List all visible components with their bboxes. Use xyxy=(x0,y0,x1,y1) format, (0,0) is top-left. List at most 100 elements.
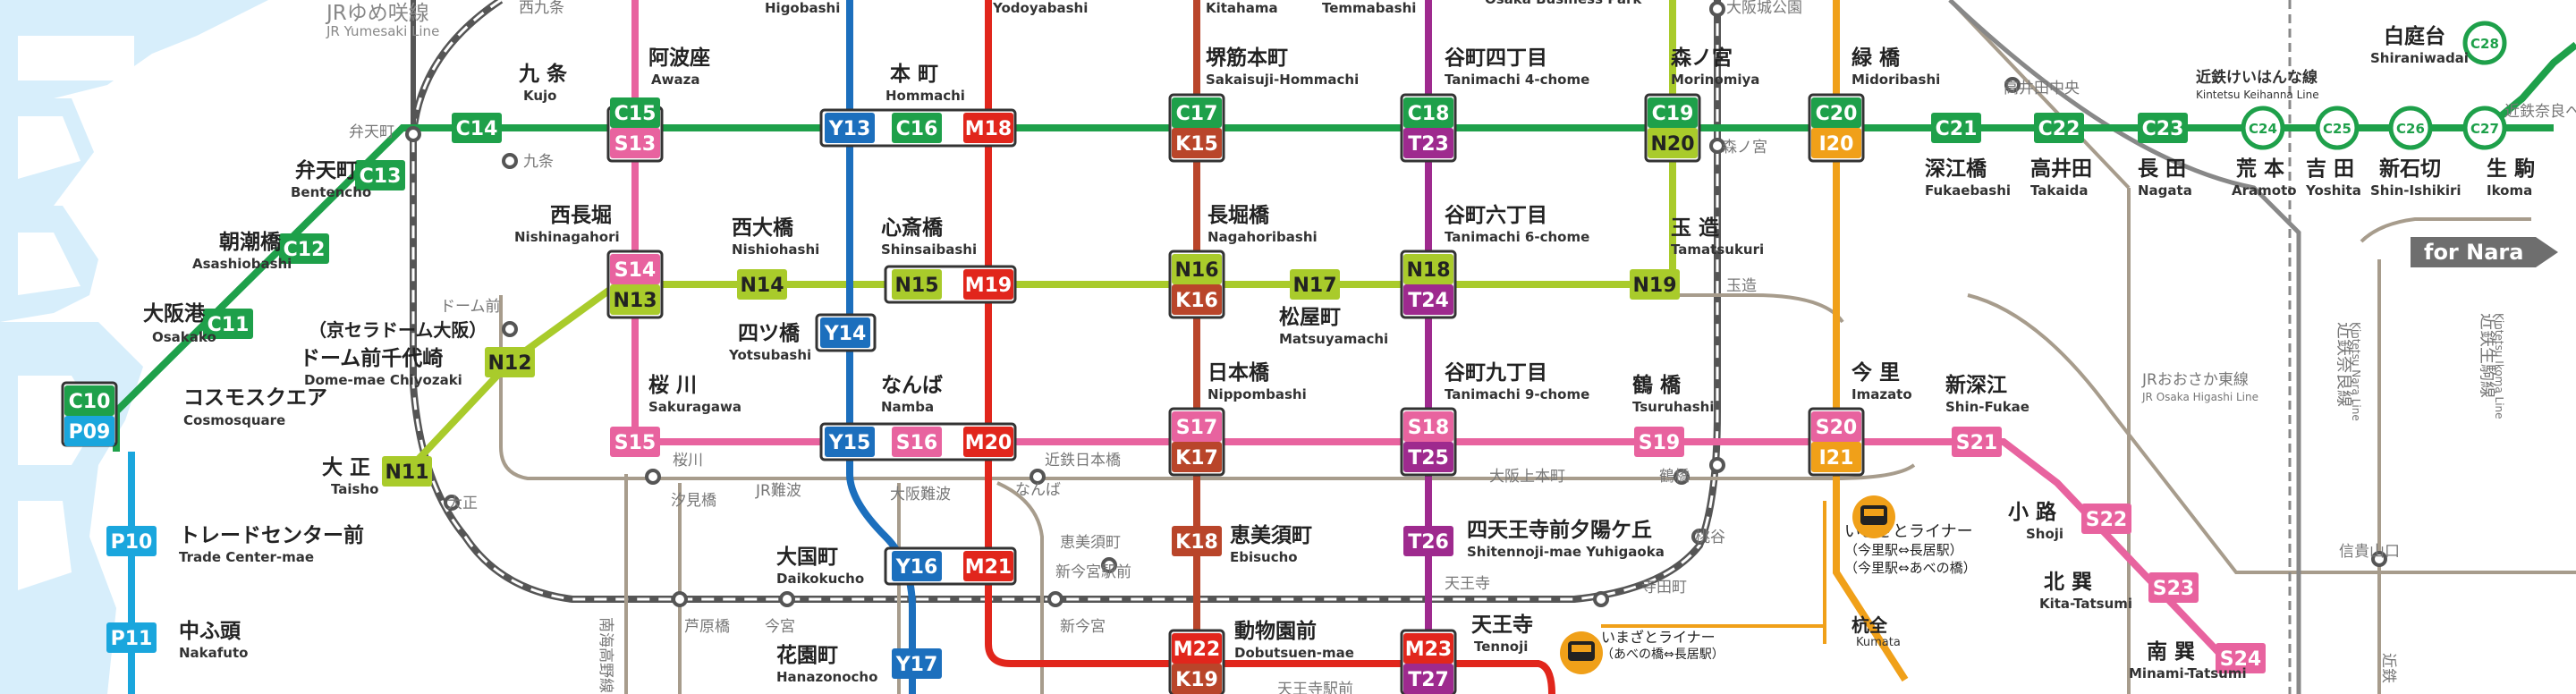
station-name-sakuragawa: 桜 川 xyxy=(648,374,697,397)
station-name-aramoto: 荒 本 xyxy=(2236,157,2284,181)
station-number-text: N17 xyxy=(1292,275,1336,297)
tennoji-jr-label: 天王寺 xyxy=(1445,575,1490,593)
station-number-badge xyxy=(892,648,942,679)
nankai-koya-label: 南海高野線 xyxy=(597,617,614,693)
station-en-midoribashi: Midoribashi xyxy=(1852,72,1940,88)
station-number-badge xyxy=(2034,113,2084,143)
station-en-shiraniwadai: Shiraniwadai xyxy=(2370,50,2469,66)
kintetsu-nara-label: 近鉄奈良線 xyxy=(2334,322,2354,407)
station-en-kita-tatsumi: Kita-Tatsumi xyxy=(2039,596,2132,612)
station-number-badge xyxy=(2081,504,2131,534)
momodani-label: 桃谷 xyxy=(1695,529,1725,546)
station-number-badge xyxy=(1403,633,1453,664)
station-name-tanimachi4: 谷町四丁目 xyxy=(1445,47,1547,70)
imazato-liner-label-3: （今里駅⇔あべの橋） xyxy=(1844,560,1977,576)
station-name-taisho: 大 正 xyxy=(322,456,370,479)
tamatsukuri-jr-label: 玉造 xyxy=(1726,277,1757,295)
station-number-text: C28 xyxy=(2470,36,2499,52)
station-number-badge xyxy=(2216,643,2266,673)
station-number-text: M18 xyxy=(965,118,1013,140)
station-name-shin-ishikiri: 新石切 xyxy=(2379,157,2441,181)
namba-p-label: なんば xyxy=(1015,481,1061,499)
jr-higashi-label-en: JR Osaka Higashi Line xyxy=(2141,391,2258,403)
station-number-badge xyxy=(1172,442,1222,472)
station-number-badge xyxy=(825,427,875,457)
station-number-text: N18 xyxy=(1406,259,1450,282)
station-name-dobutsuen: 動物園前 xyxy=(1234,619,1317,643)
station-number-badge xyxy=(610,427,660,457)
station-number-badge xyxy=(1403,411,1453,442)
station-number-text: Y13 xyxy=(828,118,871,140)
dome-mae-jr-label: ドーム前 xyxy=(440,298,501,316)
ashiharabashi-label: 芦原橋 xyxy=(684,618,730,636)
sakuragawa-p-label: 桜川 xyxy=(673,452,703,470)
station-number-text: N15 xyxy=(894,275,938,297)
jr-namba-label: JR難波 xyxy=(755,482,801,500)
midosuji-line xyxy=(985,0,1555,694)
jr-higashi-label: JRおおさか東線 xyxy=(2141,371,2249,389)
station-en-cosmosquare: Cosmosquare xyxy=(183,412,285,428)
station-number-badge xyxy=(485,347,535,377)
kintetsu-ikoma-label: 近鉄生駒線 xyxy=(2478,313,2497,398)
station-number-badge xyxy=(892,269,942,300)
station-en-matsuyamachi: Matsuyamachi xyxy=(1279,331,1388,347)
station-name-dome-mae: ドーム前千代崎 xyxy=(300,346,443,370)
station-number-text: C20 xyxy=(1816,103,1858,125)
station-name-asashiobashi: 朝潮橋 xyxy=(219,231,282,254)
station-name-tamatsukuri: 玉 造 xyxy=(1671,216,1720,240)
station-number-text: Y17 xyxy=(895,654,938,676)
station-en-ebisucho: Ebisucho xyxy=(1230,549,1298,565)
station-en-dobutsuen: Dobutsuen-mae xyxy=(1234,645,1354,661)
station-number-badge xyxy=(892,113,942,143)
station-number-badge xyxy=(64,416,114,446)
station-number-text: I20 xyxy=(1819,133,1854,156)
imamiya-label: 今宮 xyxy=(765,618,795,636)
station-en-temmabashi: Temmabashi xyxy=(1322,0,1416,16)
station-number-text: S18 xyxy=(1408,417,1449,439)
station-name-shinsaibashi: 心斎橋 xyxy=(881,216,944,240)
station-number-badge xyxy=(1403,442,1453,472)
station-number-badge xyxy=(1403,97,1453,128)
station-name-osakako: 大阪港 xyxy=(143,302,206,326)
station-number-text: M23 xyxy=(1405,639,1453,661)
imazatosuji-line xyxy=(1833,0,1909,682)
osaka-uehommachi-label: 大阪上本町 xyxy=(1489,468,1565,486)
shin-imamiya-mae-label: 新今宮駅前 xyxy=(1055,563,1131,581)
station-en-osakako: Osakako xyxy=(152,329,216,345)
station-en-yoshita: Yoshita xyxy=(2305,182,2361,199)
station-en-shin-fukae: Shin-Fukae xyxy=(1945,399,2029,415)
for-nara-text: for Nara xyxy=(2424,240,2523,265)
station-en-bentencho: Bentencho xyxy=(291,184,371,200)
station-number-badge xyxy=(2138,113,2188,143)
station-number-badge xyxy=(1952,427,2002,457)
takaida-chuo-label: 高井田中央 xyxy=(2004,80,2080,97)
station-en-awaza: Awaza xyxy=(651,72,699,88)
station-en-hanazonocho: Hanazonocho xyxy=(776,669,877,685)
station-number-badge xyxy=(64,385,114,416)
station-number-badge xyxy=(1172,664,1222,694)
station-number-badge xyxy=(382,456,432,487)
station-name-tsuruhashi: 鶴 橋 xyxy=(1632,373,1682,397)
station-en-minami-tatsumi: Minami-Tatsumi xyxy=(2129,665,2247,681)
station-number-badge xyxy=(1648,97,1698,128)
station-number-text: S23 xyxy=(2153,578,2194,600)
station-number-text: T27 xyxy=(1408,669,1449,691)
station-en-yodoyabashi: Yodoyabashi xyxy=(992,0,1088,16)
for-nara-arrow: for Nara xyxy=(2411,237,2558,267)
kuwazu-label-en: Kumata xyxy=(1856,636,1901,649)
station-name-nakafuto: 中ふ頭 xyxy=(179,620,242,643)
station-number-text: T23 xyxy=(1408,133,1449,156)
station-name-fukaebashi: 深江橋 xyxy=(1925,157,1987,181)
station-number-text: N14 xyxy=(740,275,784,297)
kintetsu-nara-dir-label: 近鉄奈良へ xyxy=(2504,103,2576,121)
keihanna-label: 近鉄けいはんな線 xyxy=(2196,68,2318,87)
station-en-nagahoribashi: Nagahoribashi xyxy=(1208,229,1318,245)
station-number-badge xyxy=(1172,128,1222,158)
morinomiya-jr-label: 森ノ宮 xyxy=(1722,139,1767,157)
station-number-badge xyxy=(203,309,253,339)
station-name-ikoma: 生 駒 xyxy=(2487,157,2535,181)
station-en-tanimachi4: Tanimachi 4-chome xyxy=(1445,72,1589,88)
keihanna-label-en: Kintetsu Keihanna Line xyxy=(2196,89,2319,101)
station-name-kujo: 九 条 xyxy=(518,62,567,86)
station-number-badge xyxy=(106,526,157,556)
